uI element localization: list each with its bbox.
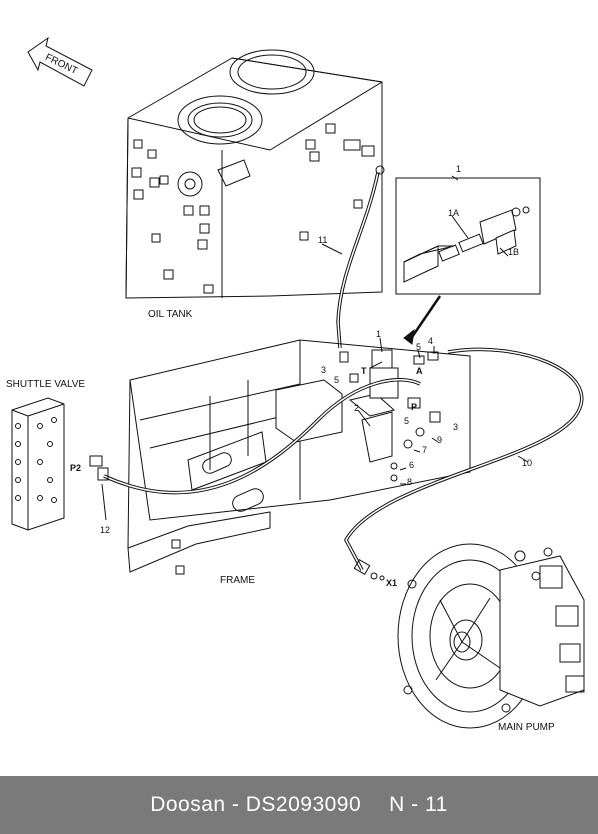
callout-3-left: 3 [321,365,327,375]
frame-label: FRAME [220,575,255,586]
callout-5-top: 5 [416,342,422,352]
callout-10: 10 [522,458,533,468]
callout-3-right: 3 [453,422,459,432]
callout-12: 12 [100,525,111,535]
p2-fitting [89,455,109,481]
callout-5-right: 5 [404,416,410,426]
callout-2: 2 [354,403,360,413]
shuttle-valve-label: SHUTTLE VALVE [6,379,86,390]
main-pump-label: MAIN PUMP [498,722,555,733]
detail-1b-label: 1B [508,247,520,257]
port-x1-label: X1 [386,578,398,588]
callout-1-detail: 1 [456,164,462,174]
main-pump [397,543,585,729]
parts-diagram [11,36,585,729]
port-p-label: P [411,402,418,412]
callout-1: 1 [376,329,382,339]
detail-box [395,177,541,295]
port-a-label: A [416,366,423,376]
callout-11: 11 [318,235,328,245]
x1-fitting [353,558,385,581]
shuttle-valve [11,397,65,531]
front-arrow-icon [27,36,93,87]
footer-part-number: Doosan - DS2093090 [150,793,362,816]
callout-7: 7 [422,445,428,455]
oil-tank [125,49,383,299]
oil-tank-label: OIL TANK [148,309,193,320]
port-p2-label: P2 [70,463,82,473]
callout-5-left: 5 [334,375,340,385]
detail-1a-label: 1A [448,208,460,218]
callout-9: 9 [437,435,443,445]
tank-fitting [343,139,385,175]
port-t-label: T [361,366,367,376]
callout-6: 6 [409,460,415,470]
footer-bar: Doosan - DS2093090 N - 11 [0,776,598,834]
callout-4: 4 [428,336,434,346]
callout-8: 8 [407,477,413,487]
footer-page-number: N - 11 [389,793,448,816]
